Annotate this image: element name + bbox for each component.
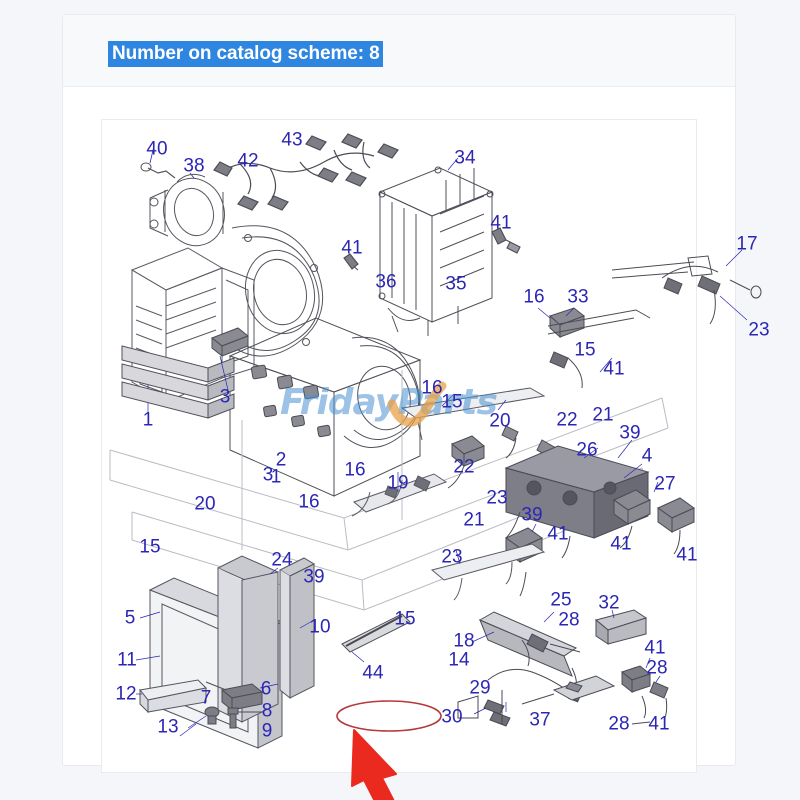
callout-number: 6 [260,678,272,700]
callout-number: 17 [736,233,758,255]
callout-number: 21 [463,509,485,531]
callout-number: 35 [445,273,467,295]
callout-number: 16 [523,286,545,308]
page-title-wrapper: Number on catalog scheme: 8 [108,41,383,67]
callout-number: 33 [567,286,589,308]
callout-number: 41 [603,358,625,380]
callout-number: 3 [262,464,274,486]
callout-number: 20 [194,493,216,515]
callout-number: 22 [453,456,475,478]
callout-number: 41 [644,637,666,659]
callout-number: 3 [219,386,231,408]
callout-number: 41 [648,713,670,735]
callout-number: 40 [146,138,168,160]
callout-number: 41 [547,523,569,545]
callout-number: 25 [550,589,572,611]
callout-number: 28 [646,657,668,679]
callout-number: 41 [490,212,512,234]
panel-header: Number on catalog scheme: 8 [63,15,735,87]
callout-number: 39 [521,504,543,526]
callout-number: 19 [387,472,409,494]
diagram-line-art [109,133,762,749]
callout-number: 24 [271,549,293,571]
callout-number: 41 [676,544,698,566]
callout-number: 15 [441,391,463,413]
callout-number: 39 [303,566,325,588]
callout-number: 15 [574,339,596,361]
callout-number: 26 [576,439,598,461]
callout-number: 38 [183,155,205,177]
callout-number: 14 [448,649,470,671]
callout-number: 22 [556,409,578,431]
callout-number: 23 [441,546,463,568]
callout-number: 15 [139,536,161,558]
callout-number: 36 [375,271,397,293]
callout-number: 1 [142,409,154,431]
callout-number: 4 [641,445,653,467]
callout-number: 16 [298,491,320,513]
callout-number: 28 [608,713,630,735]
callout-number: 5 [124,607,136,629]
callout-number: 9 [261,720,273,742]
callout-number: 42 [237,150,259,172]
callout-number: 8 [261,700,273,722]
callout-number: 23 [486,487,508,509]
callout-number: 1 [270,466,282,488]
callout-number: 16 [344,459,366,481]
callout-number: 12 [115,683,137,705]
callout-number: 37 [529,709,551,731]
page-title[interactable]: Number on catalog scheme: 8 [108,41,383,67]
callout-number: 32 [598,592,620,614]
callout-number: 10 [309,616,331,638]
callout-number: 43 [281,129,303,151]
callout-number: 15 [394,608,416,630]
callout-number: 2 [275,449,287,471]
callout-number: 29 [469,677,491,699]
callout-number: 7 [200,687,212,709]
callout-number: 28 [558,609,580,631]
callout-number: 18 [453,630,475,652]
callout-number: 20 [489,410,511,432]
callout-number: 21 [592,404,614,426]
callout-number: 23 [748,319,770,341]
callout-number: 39 [619,422,641,444]
callout-number: 41 [341,237,363,259]
callout-number: 30 [441,706,463,728]
callout-number: 16 [421,377,443,399]
catalog-panel: Number on catalog scheme: 8 [62,14,770,800]
callout-number: 11 [117,649,137,671]
callout-number: 27 [654,473,676,495]
callout-number: 41 [610,533,632,555]
callout-number: 13 [157,716,179,738]
callout-number: 44 [362,662,384,684]
callout-number: 34 [454,147,476,169]
